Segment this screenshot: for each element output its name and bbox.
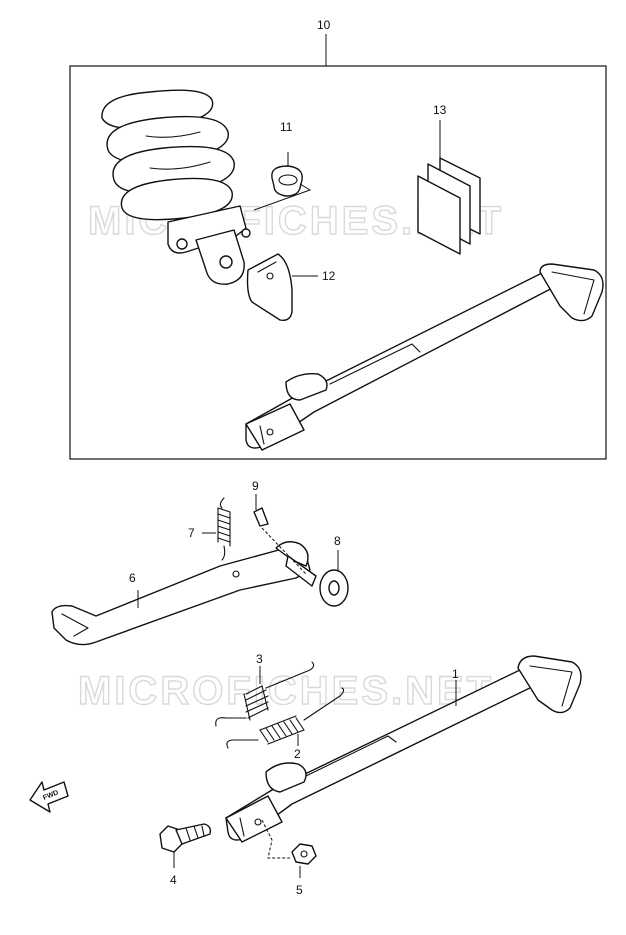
callout-9: 9 <box>252 479 259 493</box>
callout-13: 13 <box>433 103 447 117</box>
shock-absorber <box>101 89 251 285</box>
callout-10: 10 <box>317 18 331 32</box>
fwd-arrow-icon: FWD <box>29 781 69 813</box>
part-9-pin <box>253 507 269 527</box>
part-12-bracket <box>246 253 293 322</box>
callout-11: 11 <box>280 120 293 134</box>
callout-5: 5 <box>296 883 303 897</box>
part-1-side-stand <box>225 655 582 843</box>
callout-4: 4 <box>170 873 177 887</box>
part-3-spring <box>215 661 315 727</box>
callout-6: 6 <box>129 571 136 585</box>
part-13-pads <box>417 157 481 255</box>
part-2-spring <box>226 687 345 749</box>
callout-8: 8 <box>334 534 341 548</box>
callout-3: 3 <box>256 652 263 666</box>
part-5-nut <box>291 843 317 865</box>
part-8-washer <box>319 569 349 607</box>
part-6-arm <box>51 541 317 646</box>
callout-7: 7 <box>188 526 195 540</box>
part-11-cap <box>271 165 303 197</box>
part-7-spring <box>217 497 231 561</box>
callout-12: 12 <box>322 269 336 283</box>
side-stand-assembly <box>245 263 604 451</box>
callout-1: 1 <box>452 667 459 681</box>
callout-2: 2 <box>294 747 301 761</box>
part-4-bolt <box>159 823 212 853</box>
watermark-bottom: MICROFICHES.NET <box>78 669 494 713</box>
assembly-box <box>69 65 607 460</box>
